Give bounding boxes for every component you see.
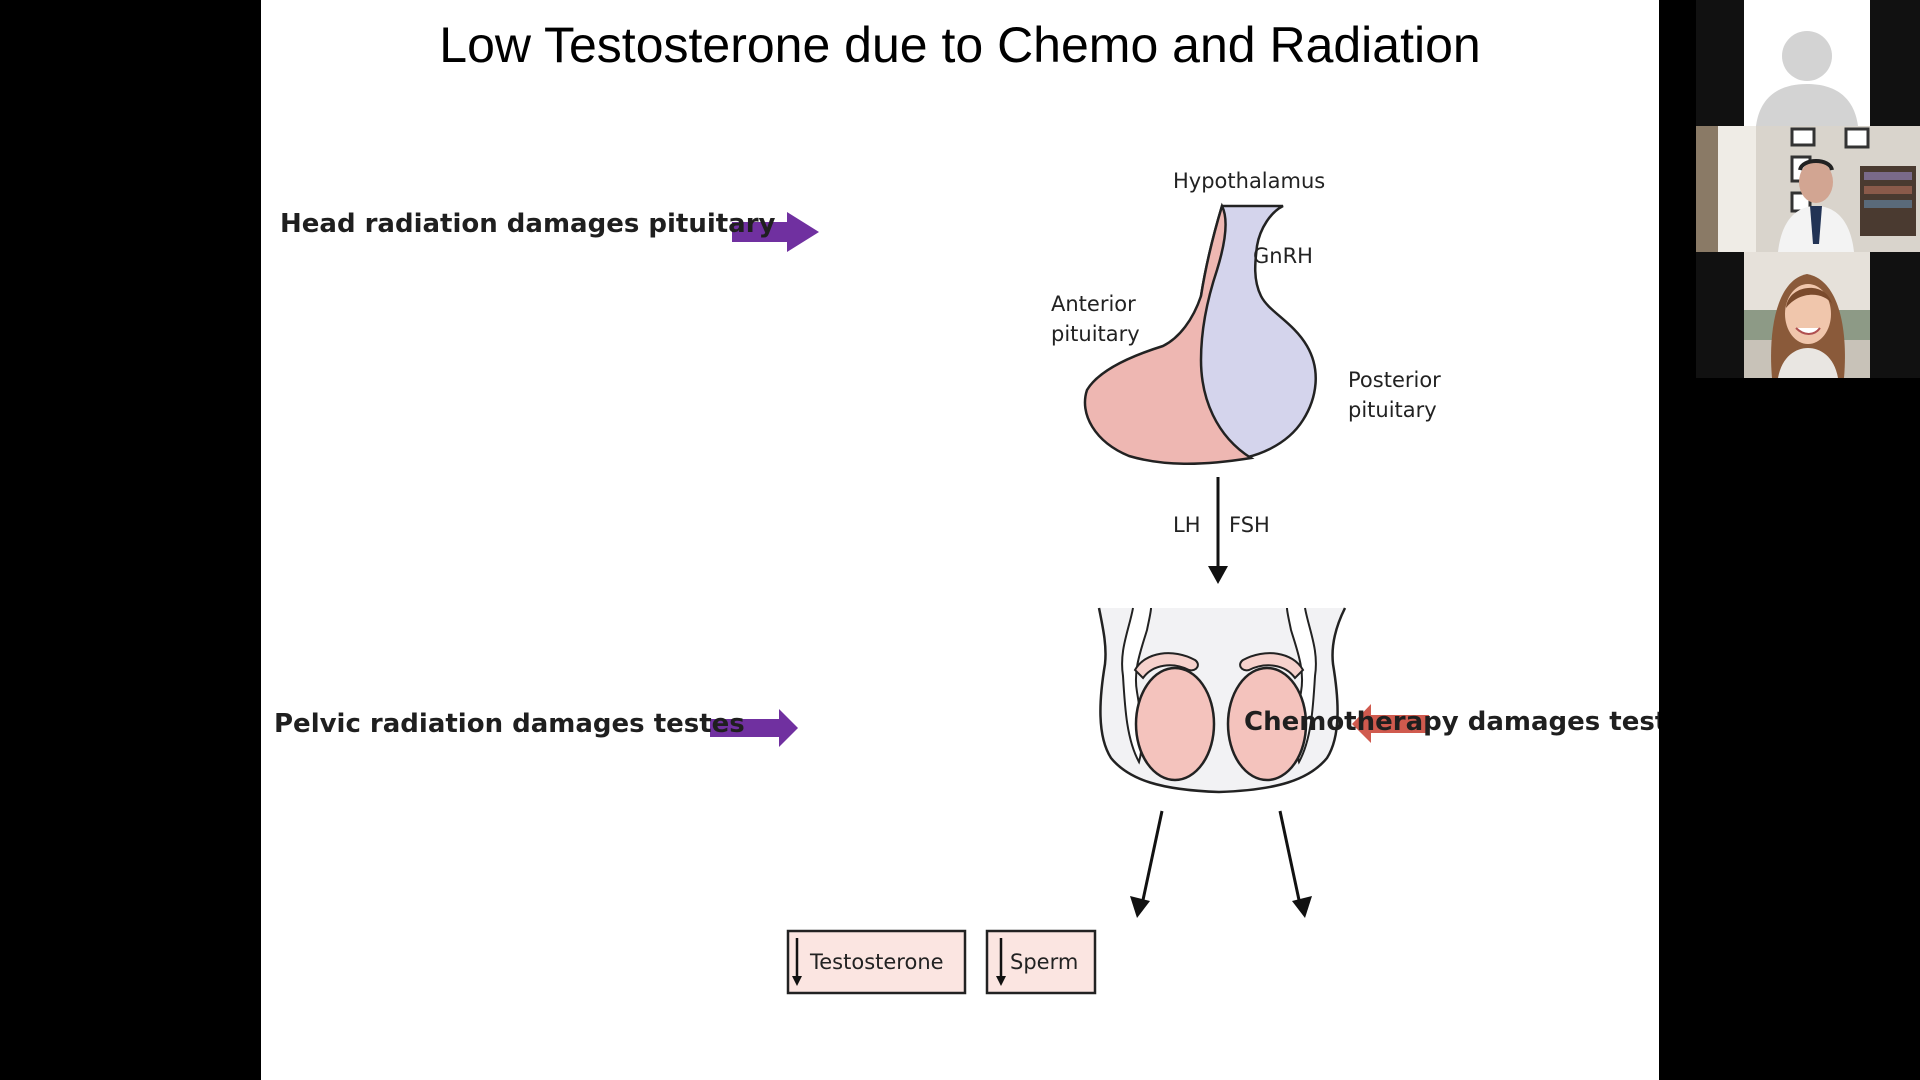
participant-tile-1[interactable] [1696, 0, 1920, 126]
testosterone-label: Testosterone [809, 950, 944, 974]
sperm-box [985, 929, 1097, 995]
chemotherapy-arrow [1352, 704, 1429, 743]
sperm-label: Sperm [1010, 950, 1078, 974]
right-testis [1226, 666, 1308, 782]
testosterone-output-arrow-shaft [1141, 810, 1164, 901]
fsh-label: FSH [1229, 513, 1270, 537]
head-radiation-callout: Head radiation damages pituitary [280, 209, 776, 239]
hpg-axis-diagram: Hypothalamus GnRH Anterior pituitary Pos… [710, 169, 1441, 995]
sperm-output-arrow-head [1292, 896, 1312, 918]
anterior-label-line1: Anterior [1051, 292, 1136, 316]
chemotherapy-callout: Chemotherapy damages testes [1244, 707, 1659, 737]
slide-title: Low Testosterone due to Chemo and Radiat… [439, 17, 1481, 73]
sperm-output-arrow-shaft [1278, 810, 1301, 901]
posterior-label-line2: pituitary [1348, 398, 1437, 422]
anterior-pituitary-shape [1083, 202, 1255, 465]
participant-tile-3[interactable] [1696, 252, 1920, 378]
right-epididymis [1239, 652, 1305, 680]
avatar-placeholder-icon [1782, 31, 1832, 81]
lh-fsh-arrow-head [1208, 566, 1228, 584]
gnrh-label: GnRH [1253, 244, 1313, 268]
testosterone-decrease-arrow-head [792, 976, 802, 986]
participant-strip [1696, 0, 1920, 378]
posterior-label-line1: Posterior [1348, 368, 1441, 392]
pelvic-radiation-callout: Pelvic radiation damages testes [274, 709, 745, 739]
participant-video-3 [1696, 252, 1920, 378]
pelvic-radiation-arrow [710, 709, 798, 747]
hypothalamus-label: Hypothalamus [1173, 169, 1325, 193]
presentation-slide: Low Testosterone due to Chemo and Radiat… [261, 0, 1659, 1080]
participant-video-1 [1696, 0, 1920, 126]
left-testis [1134, 666, 1216, 782]
participant-video-2 [1696, 126, 1920, 252]
sperm-decrease-arrow-head [996, 976, 1006, 986]
anterior-label-line2: pituitary [1051, 322, 1140, 346]
testosterone-output-arrow-head [1130, 896, 1150, 918]
testosterone-box [786, 929, 967, 995]
left-epididymis [1133, 652, 1199, 680]
lh-label: LH [1173, 513, 1201, 537]
head-radiation-arrow [732, 212, 819, 252]
participant-tile-2[interactable] [1696, 126, 1920, 252]
